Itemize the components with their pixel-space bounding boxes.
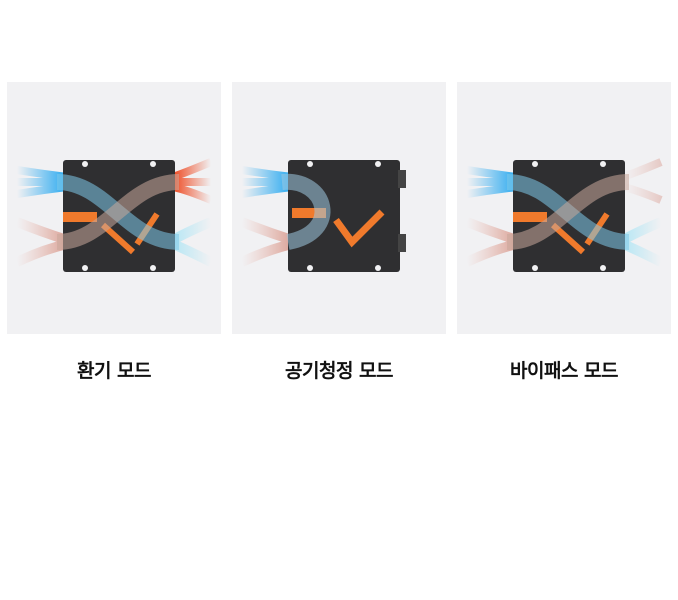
bypass-mode-panel <box>457 82 671 334</box>
air-purification-mode-illustration <box>239 160 406 272</box>
air-purification-mode-panel <box>232 82 446 334</box>
ventilation-mode-illustration <box>14 158 214 272</box>
bypass-mode-illustration <box>464 158 664 272</box>
mode-label: 환기 모드 <box>76 360 152 382</box>
mode-label: 공기청정 모드 <box>285 360 394 382</box>
mode-label: 바이패스 모드 <box>510 360 619 382</box>
ventilation-mode-panel <box>7 82 221 334</box>
